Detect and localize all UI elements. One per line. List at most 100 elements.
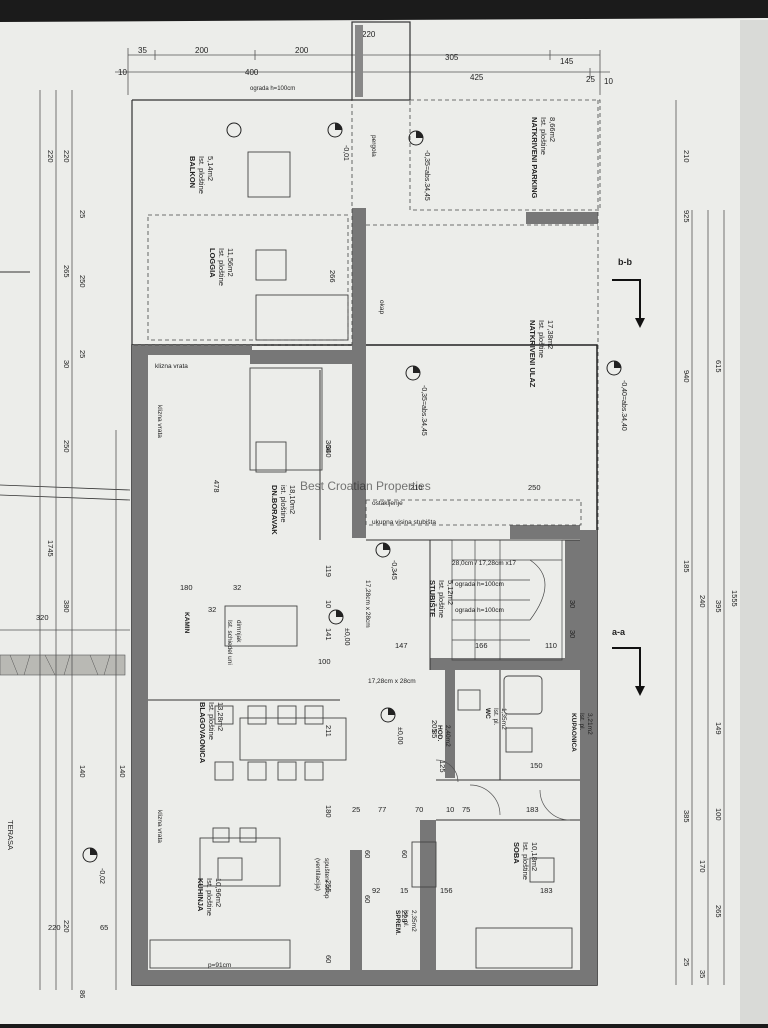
svg-text:2,35m2: 2,35m2 [410,910,417,932]
svg-text:Ist. pl.: Ist. pl. [492,708,499,726]
svg-text:141: 141 [324,628,333,641]
wall-south [132,970,597,985]
svg-text:70: 70 [415,805,423,814]
svg-text:240: 240 [698,595,707,608]
svg-text:265: 265 [62,265,71,278]
wall-soba-top [580,785,597,797]
kamin-label: KAMIN [183,612,190,634]
staircase [451,539,563,661]
svg-text:35: 35 [698,970,707,978]
svg-text:25: 25 [352,805,360,814]
cooktop [217,857,243,881]
left-lead-line-3 [0,494,131,501]
svg-text:220: 220 [46,150,55,163]
svg-text:Ist. ploštine: Ist. ploštine [197,156,206,194]
top-notch-outline [351,21,411,101]
svg-text:170: 170 [698,860,707,873]
svg-text:340: 340 [324,445,333,458]
svg-text:STUBIŠTE: STUBIŠTE [428,580,437,617]
level-8: -0,02 [98,868,105,884]
wall-storage [420,820,436,970]
klizna-vrata-1: klizna vrata [155,363,188,370]
level-1: -0,01 [342,145,349,161]
svg-text:1,35m2: 1,35m2 [500,708,507,730]
ograda-stair-2: ograda h=100cm [455,607,504,614]
wall-stair-top [510,525,580,539]
top-notch-wall [355,25,363,97]
svg-text:75: 75 [462,805,470,814]
svg-text:210: 210 [682,150,691,163]
svg-text:25: 25 [682,958,691,966]
svg-text:228: 228 [400,910,409,923]
svg-text:210: 210 [410,483,423,492]
dining-table [239,717,347,761]
watermark-text: Best Croatian Properties [300,479,431,493]
loggia-table [255,249,287,281]
svg-text:211: 211 [324,725,333,737]
svg-text:10,96m2: 10,96m2 [214,878,223,907]
chair-4 [304,705,324,725]
dim-top2: 200 [195,46,209,55]
chair-1 [214,705,234,725]
chair-3 [277,705,297,725]
wc-toilet [457,689,481,711]
dim-top9: 425 [470,73,484,82]
svg-text:156: 156 [440,886,453,895]
stair-spec-2: 17,28cm x 28cm [364,580,371,628]
svg-text:NATKRIVENI PARKING: NATKRIVENI PARKING [530,117,539,199]
stone-terrace-strip [0,654,126,676]
dim-top5: 305 [445,53,459,62]
svg-text:92: 92 [372,886,380,895]
svg-text:86: 86 [78,990,87,998]
svg-text:100: 100 [318,657,331,666]
svg-text:266: 266 [328,270,337,283]
svg-text:183: 183 [526,805,539,814]
svg-text:BLAGOVAONICA: BLAGOVAONICA [198,702,207,764]
section-b-label: b-b [618,257,632,267]
svg-text:30: 30 [62,360,71,368]
wall-kitchen-east [350,850,362,970]
stool-1 [212,827,230,843]
svg-text:60: 60 [324,955,333,963]
svg-text:KUPAONICA: KUPAONICA [570,713,577,752]
dim-top6: 145 [560,57,574,66]
svg-text:100: 100 [714,808,723,821]
bath-sink [505,727,533,753]
svg-text:BALKON: BALKON [188,156,197,188]
svg-text:10: 10 [446,805,454,814]
dimnjak-label: dimnjak [235,620,242,643]
svg-text:11,56m2: 11,56m2 [226,248,235,277]
left-dims-text: 220 220 25 265 250 25 30 250 1745 380 32… [36,150,127,998]
dim-top4: 220 [362,30,376,39]
dim-top3: 200 [295,46,309,55]
storage-unit [411,841,437,888]
svg-text:183: 183 [540,886,553,895]
room-parking: NATKRIVENI PARKING Ist. ploštine 8,66m2 [530,117,557,199]
spusteni-strop-sub: (ventilacija) [314,858,321,891]
svg-text:Ist. pl.: Ist. pl. [578,713,585,731]
stair-rise: 28,0cm / 17,28cm x17 [452,560,516,567]
room-stubiste: STUBIŠTE Ist. ploštine 5,12m2 [428,580,455,618]
wall-mid-horiz [250,350,366,364]
annotations: klizna vrata klizna vrata klizna vrata o… [6,135,632,969]
interior-partitions [148,370,580,821]
svg-text:166: 166 [475,641,488,650]
right-dimension-lines [675,100,725,985]
chair-2 [247,705,267,725]
svg-text:LOGGIA: LOGGIA [208,248,217,278]
svg-text:Ist. ploštine: Ist. ploštine [521,842,530,880]
wall-bath-top [430,658,580,670]
pergola-label: pergola [370,135,377,157]
dim-top8: 400 [245,68,259,77]
level-3: -0,35=abs.34,45 [420,385,427,436]
chair-5 [214,761,234,781]
svg-text:HOD.: HOD. [436,725,443,741]
svg-text:110: 110 [545,641,557,650]
svg-text:5,12m2: 5,12m2 [446,580,455,605]
svg-text:Ist. ploštine: Ist. ploštine [537,320,546,358]
level-5: -0,345 [390,560,397,580]
room-soba: SOBA Ist. ploštine 10,18m2 [512,842,539,880]
svg-text:395: 395 [714,600,723,613]
top-dims-text: 35 200 200 220 305 145 10 400 425 25 10 … [118,30,613,92]
